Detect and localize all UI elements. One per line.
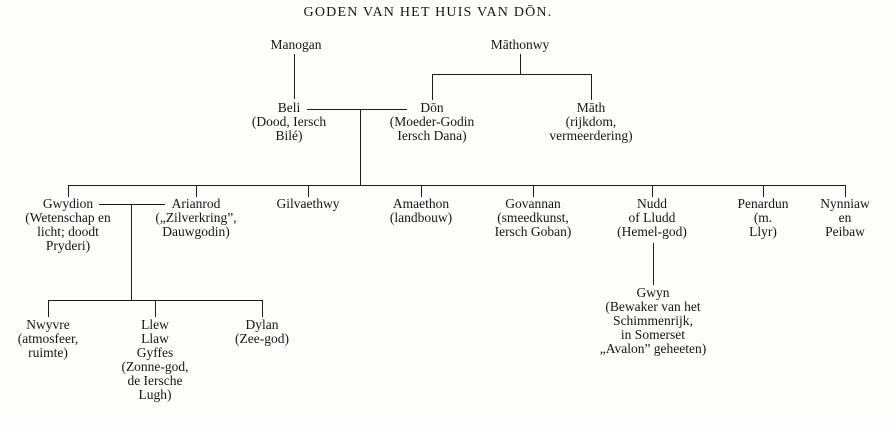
- person-desc-llew: Llaw Gyffes (Zonne-god, de Iersche Lugh): [121, 331, 189, 402]
- person-desc-amaethon: (landbouw): [389, 210, 453, 225]
- person-name-don: Dōn: [420, 100, 444, 115]
- person-name-beli: Beli: [277, 100, 301, 115]
- connector-drop-dylan: [262, 300, 263, 317]
- person-name-gwydion: Gwydion: [42, 196, 94, 211]
- person-desc-dylan: (Zee-god): [235, 331, 289, 346]
- connector-drop-penardun: [763, 185, 764, 197]
- connector-gwydion-arianrod-marriage: [99, 204, 165, 205]
- connector-don-drop: [432, 74, 433, 100]
- connector-mathonwy-bar: [432, 74, 591, 75]
- node-dylan: Dylan (Zee-god): [235, 318, 289, 346]
- person-name-gilvaethwy: Gilvaethwy: [276, 196, 340, 211]
- connector-drop-arianrod: [196, 185, 197, 197]
- connector-math-drop: [591, 74, 592, 100]
- connector-nudd-gwyn: [653, 243, 654, 285]
- node-nwyvre: Nwyvre (atmosfeer, ruimte): [18, 318, 79, 360]
- diagram-title: GODEN VAN HET HUIS VAN DŌN.: [303, 5, 553, 20]
- connector-drop-nudd: [652, 185, 653, 197]
- node-amaethon: Amaethon (landbouw): [390, 197, 452, 225]
- connector-beli-don-marriage: [307, 109, 407, 110]
- node-gilvaethwy: Gilvaethwy: [277, 197, 340, 211]
- connector-manogan-beli: [294, 54, 295, 99]
- person-name-nwyvre: Nwyvre: [26, 317, 70, 332]
- node-mathonwy: Māthonwy: [491, 38, 550, 52]
- connector-drop-gwydion: [68, 185, 69, 197]
- connector-marriage-descent: [360, 109, 361, 185]
- person-desc-penardun: (m. Llyr): [749, 210, 777, 239]
- node-penardun: Penardun (m. Llyr): [738, 197, 789, 239]
- person-desc-gwydion: (Wetenschap en licht; doodt Pryderi): [25, 210, 111, 253]
- connector-gwydion-marriage-descent: [131, 204, 132, 300]
- node-math: Māth (rijkdom, vermeerdering): [549, 101, 632, 143]
- node-don: Dōn (Moeder-Godin Iersch Dana): [390, 101, 474, 143]
- connector-siblings-bar: [68, 185, 845, 186]
- node-gwyn: Gwyn (Bewaker van het Schimmenrijk, in S…: [600, 286, 707, 356]
- connector-drop-nwyvre: [48, 300, 49, 317]
- person-name-llew: Llew: [141, 317, 169, 332]
- person-name-dylan: Dylan: [245, 317, 279, 332]
- node-nynniaw: Nynniaw en Peibaw: [820, 197, 871, 239]
- person-name-arianrod: Arianrod: [171, 196, 221, 211]
- node-arianrod: Arianrod („Zilverkring”, Dauwgodin): [155, 197, 236, 239]
- person-desc-govannan: (smeedkunst, Iersch Goban): [494, 210, 572, 239]
- person-name-penardun: Penardun: [737, 196, 789, 211]
- node-beli: Beli (Dood, Iersch Bilé): [252, 101, 326, 143]
- person-name-math: Māth: [576, 100, 606, 115]
- person-name-nudd: Nudd: [636, 196, 667, 211]
- node-gwydion: Gwydion (Wetenschap en licht; doodt Pryd…: [25, 197, 111, 253]
- person-name-manogan: Manogan: [270, 37, 322, 52]
- node-nudd: Nudd of Lludd (Hemel-god): [617, 197, 687, 239]
- person-desc-gwyn: (Bewaker van het Schimmenrijk, in Somers…: [599, 299, 707, 356]
- person-desc-nwyvre: (atmosfeer, ruimte): [17, 331, 79, 360]
- person-desc-don: (Moeder-Godin Iersch Dana): [389, 114, 475, 143]
- node-govannan: Govannan (smeedkunst, Iersch Goban): [495, 197, 572, 239]
- connector-drop-govannan: [533, 185, 534, 197]
- person-desc-nudd: of Lludd (Hemel-god): [617, 210, 687, 239]
- person-desc-nynniaw: en Peibaw: [825, 210, 865, 239]
- person-name-amaethon: Amaethon: [392, 196, 450, 211]
- person-name-mathonwy: Māthonwy: [490, 37, 550, 52]
- connector-drop-llew: [155, 300, 156, 317]
- connector-drop-gilvaethwy: [308, 185, 309, 197]
- person-name-gwyn: Gwyn: [636, 285, 670, 300]
- person-name-govannan: Govannan: [505, 196, 561, 211]
- person-desc-math: (rijkdom, vermeerdering): [549, 114, 633, 143]
- person-desc-arianrod: („Zilverkring”, Dauwgodin): [155, 210, 237, 239]
- person-desc-beli: (Dood, Iersch Bilé): [251, 114, 327, 143]
- connector-drop-nynniaw: [845, 185, 846, 197]
- node-llew: Llew Llaw Gyffes (Zonne-god, de Iersche …: [121, 318, 188, 402]
- connector-drop-amaethon: [421, 185, 422, 197]
- node-manogan: Manogan: [271, 38, 322, 52]
- person-name-nynniaw: Nynniaw: [820, 196, 870, 211]
- connector-mathonwy-stem: [520, 54, 521, 74]
